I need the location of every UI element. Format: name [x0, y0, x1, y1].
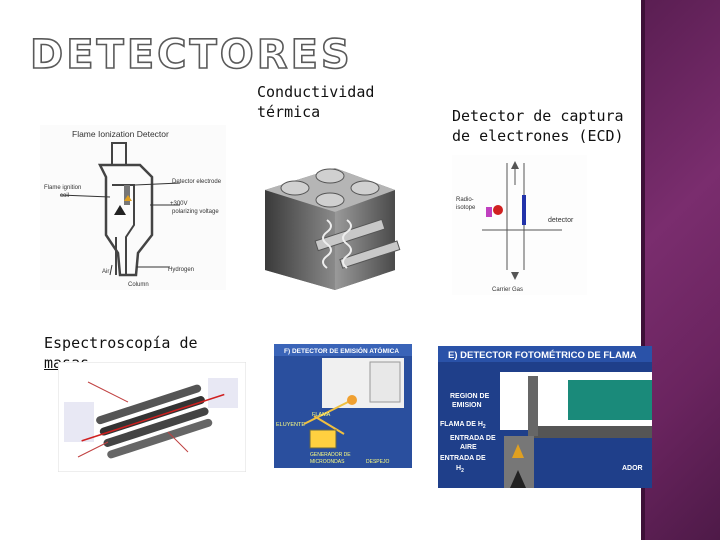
mass-spectrometer-diagram	[58, 362, 246, 472]
ecd-diagram: Radio- isotope detector Carrier Gas	[452, 155, 587, 295]
decorative-sidebar	[641, 0, 720, 540]
svg-text:+300V: +300V	[170, 201, 188, 207]
svg-text:ELUYENTE: ELUYENTE	[276, 422, 305, 428]
fpd-header: E) DETECTOR FOTOMÉTRICO DE FLAMA	[448, 350, 637, 361]
svg-text:FLAMA: FLAMA	[312, 412, 331, 418]
svg-text:Hydrogen: Hydrogen	[168, 267, 194, 273]
svg-text:FLAMA DE H2: FLAMA DE H2	[440, 421, 486, 430]
svg-text:DESPEJO: DESPEJO	[366, 459, 389, 465]
svg-text:MICROONDAS: MICROONDAS	[310, 459, 345, 465]
flame-photometric-detector-image: E) DETECTOR FOTOMÉTRICO DE FLAMA REGION …	[438, 346, 652, 488]
svg-text:EMISION: EMISION	[452, 402, 482, 409]
thermal-conductivity-cell-image	[255, 140, 405, 290]
svg-text:ENTRADA DE: ENTRADA DE	[440, 455, 486, 462]
svg-text:Carrier Gas: Carrier Gas	[492, 287, 523, 293]
svg-text:coil: coil	[60, 193, 69, 199]
svg-text:Air: Air	[102, 269, 109, 275]
svg-text:REGION DE: REGION DE	[450, 393, 490, 400]
atomic-emission-detector-image: F) DETECTOR DE EMISIÓN ATÓMICA FLAMA ELU…	[274, 344, 412, 468]
flame-ionization-detector-diagram: Flame Ionization Detector Flame ignition…	[40, 125, 226, 290]
svg-text:ADOR: ADOR	[622, 465, 643, 472]
aed-header: F) DETECTOR DE EMISIÓN ATÓMICA	[284, 346, 399, 355]
fid-title: Flame Ionization Detector	[72, 129, 169, 139]
svg-text:Flame ignition: Flame ignition	[44, 185, 81, 191]
svg-text:polarizing voltage: polarizing voltage	[172, 209, 219, 215]
svg-text:ENTRADA DE: ENTRADA DE	[450, 435, 496, 442]
slide-title: DETECTORES	[29, 31, 353, 79]
svg-text:H2: H2	[456, 465, 464, 474]
svg-text:Column: Column	[128, 282, 149, 288]
svg-text:Radio-: Radio-	[456, 197, 474, 203]
svg-text:detector: detector	[548, 217, 574, 224]
svg-text:AIRE: AIRE	[460, 444, 477, 451]
svg-text:GENERADOR DE: GENERADOR DE	[310, 452, 351, 458]
svg-text:isotope: isotope	[456, 205, 476, 211]
svg-text:Detector electrode: Detector electrode	[172, 179, 222, 185]
